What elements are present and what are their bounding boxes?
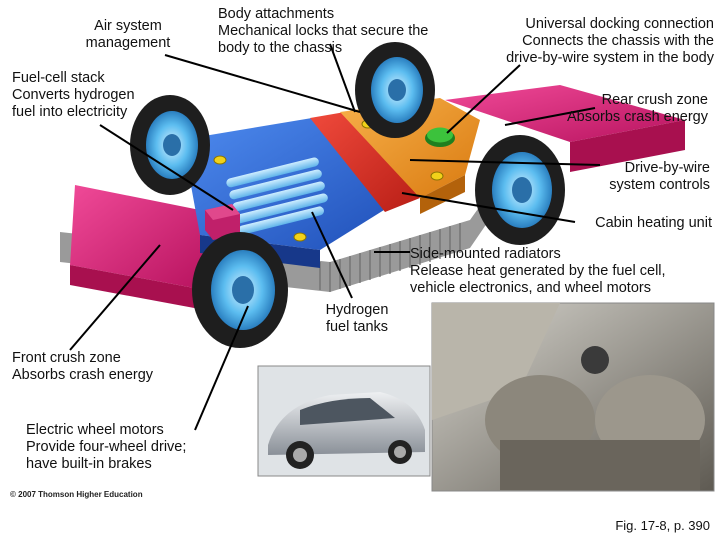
label-universal-docking: Universal docking connection Connects th…	[506, 16, 714, 66]
label-hydrogen-fuel-tanks: Hydrogen fuel tanks	[325, 302, 389, 335]
label-body-attachments: Body attachments Mechanical locks that s…	[218, 6, 429, 56]
figure-caption: Fig. 17-8, p. 390	[615, 518, 710, 533]
label-fuel-cell-stack: Fuel-cell stack Converts hydrogen fuel i…	[12, 70, 135, 120]
interior-photo	[431, 302, 715, 492]
hydrogen-fuel-tanks	[226, 157, 328, 235]
red-band	[310, 112, 420, 212]
label-air-system: Air system management	[85, 18, 171, 51]
label-drive-by-wire: Drive-by-wire system controls	[609, 160, 710, 193]
orange-section-side	[420, 175, 465, 214]
car-photo	[257, 365, 431, 477]
front-crush-zone	[70, 185, 205, 290]
label-front-crush-zone: Front crush zone Absorbs crash energy	[12, 350, 154, 383]
label-electric-wheel-motors: Electric wheel motors Provide four-wheel…	[26, 422, 187, 472]
rear-crush-zone-side	[570, 120, 685, 172]
copyright-notice: © 2007 Thomson Higher Education	[10, 490, 143, 499]
label-side-radiators: Side-mounted radiators Release heat gene…	[410, 246, 666, 296]
wheel-front-right	[192, 232, 288, 348]
leader-lines	[69, 43, 601, 431]
front-crush-zone-side	[70, 265, 205, 310]
label-cabin-heating: Cabin heating unit	[595, 215, 712, 231]
wheel-front-left	[130, 95, 210, 195]
label-rear-crush-zone: Rear crush zone Absorbs crash energy	[566, 92, 708, 125]
wheel-rear-left	[355, 42, 435, 138]
